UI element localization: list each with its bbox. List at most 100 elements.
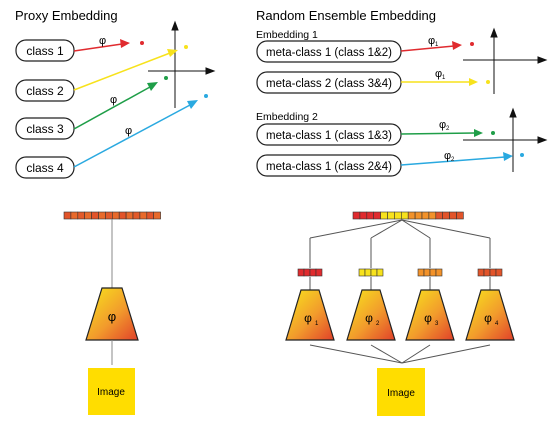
ensemble-sub-vector-2-cell bbox=[364, 268, 372, 277]
ensemble-sub-vector-1-cell bbox=[303, 268, 311, 277]
embedding-1-box-1: meta-class 1 (class 1&2) bbox=[256, 40, 402, 63]
ensemble-vector-cell bbox=[428, 211, 437, 220]
ensemble-network-1-phi: φ bbox=[304, 311, 312, 325]
embedding-2-box-1: meta-class 1 (class 1&3) bbox=[256, 123, 402, 146]
ensemble-network-1-sub: 1 bbox=[315, 321, 319, 327]
ensemble-network-3-phi: φ bbox=[424, 311, 432, 325]
ensemble-network-4-sub: 4 bbox=[495, 321, 499, 327]
ensemble-embedding-vector bbox=[352, 211, 464, 220]
embedding-2-box-2: meta-class 1 (class 2&4) bbox=[256, 154, 402, 177]
class-box-3: class 3 bbox=[15, 117, 75, 140]
proxy-vector-cell bbox=[132, 211, 141, 220]
proxy-vector-cell bbox=[125, 211, 134, 220]
embedding-1-label: Embedding 1 bbox=[256, 29, 318, 41]
proxy-embedding-title: Proxy Embedding bbox=[15, 8, 118, 23]
class-label-4: class 4 bbox=[26, 161, 64, 175]
ensemble-network-3: φ 3 bbox=[405, 289, 455, 341]
class-box-2: class 2 bbox=[15, 79, 75, 102]
embedding-2-arrow-2: φ 2 bbox=[400, 150, 524, 166]
proxy-vector-cell bbox=[139, 211, 148, 220]
ensemble-network-1: φ 1 bbox=[285, 289, 335, 341]
proxy-vector-cell bbox=[63, 211, 72, 220]
embedding-1-phi-2-sub: 1 bbox=[442, 75, 446, 81]
ensemble-network-2-sub: 2 bbox=[376, 321, 380, 327]
ensemble-vector-cell bbox=[359, 211, 368, 220]
embedding-1-arrow-2: φ 1 bbox=[401, 68, 490, 86]
proxy-vector-cell bbox=[153, 211, 161, 220]
proxy-vector-cell bbox=[77, 211, 86, 220]
class-label-3: class 3 bbox=[26, 122, 64, 136]
ensemble-network-2-phi: φ bbox=[365, 311, 373, 325]
ensemble-vector-cell bbox=[442, 211, 450, 220]
ensemble-sub-vector-2-cell bbox=[376, 268, 384, 277]
ensemble-image-label: Image bbox=[387, 388, 415, 399]
ensemble-sub-vector-4-cell bbox=[495, 268, 503, 277]
ensemble-vector-cell bbox=[407, 211, 416, 220]
embedding-2-axes bbox=[463, 107, 548, 172]
proxy-phi-3: φ bbox=[110, 94, 117, 106]
proxy-image-label: Image bbox=[97, 387, 125, 398]
proxy-network: φ bbox=[85, 287, 139, 341]
embedding-1-phi-1-sub: 1 bbox=[435, 42, 439, 48]
ensemble-network-4: φ 4 bbox=[465, 289, 515, 341]
embedding-2-phi-1: φ bbox=[439, 119, 446, 131]
proxy-vector-cell bbox=[112, 211, 120, 220]
embedding-1-axes bbox=[463, 27, 548, 94]
ensemble-vector-cell bbox=[352, 211, 361, 220]
embedding-1-item-1: meta-class 1 (class 1&2) bbox=[266, 47, 392, 59]
embedding-2-phi-1-sub: 2 bbox=[446, 126, 450, 132]
proxy-vector-cell bbox=[118, 211, 127, 220]
ensemble-sub-vector-4-cell bbox=[483, 268, 491, 277]
ensemble-sub-vector-1-cell bbox=[297, 268, 305, 277]
embedding-1-arrow-1: φ 1 bbox=[400, 35, 474, 52]
ensemble-vector-cell bbox=[387, 211, 395, 220]
proxy-vector-cell bbox=[70, 211, 79, 220]
ensemble-vector-cell bbox=[421, 211, 430, 220]
ensemble-sub-vector-2-cell bbox=[358, 268, 366, 277]
ensemble-sub-vector-1-cell bbox=[315, 268, 323, 277]
ensemble-vector-cell bbox=[400, 211, 409, 220]
class-label-1: class 1 bbox=[26, 44, 64, 58]
proxy-arrow-1 bbox=[73, 39, 144, 52]
ensemble-vector-cell bbox=[394, 211, 402, 220]
proxy-vector-cell bbox=[91, 211, 99, 220]
proxy-network-phi: φ bbox=[108, 309, 116, 324]
ensemble-vector-cell bbox=[366, 211, 374, 220]
ensemble-vector-cell bbox=[449, 211, 457, 220]
embedding-2-phi-2-sub: 2 bbox=[451, 157, 455, 163]
proxy-vector-cell bbox=[105, 211, 113, 220]
proxy-vector-cell bbox=[146, 211, 155, 220]
ensemble-network-4-phi: φ bbox=[484, 311, 492, 325]
embedding-1-box-2: meta-class 2 (class 3&4) bbox=[256, 71, 402, 94]
proxy-axes bbox=[148, 20, 216, 108]
class-label-2: class 2 bbox=[26, 84, 64, 98]
ensemble-vector-cell bbox=[380, 211, 388, 220]
embedding-1-phi-2: φ bbox=[435, 68, 442, 80]
ensemble-vector-cell bbox=[414, 211, 423, 220]
proxy-embedding-vector bbox=[63, 211, 161, 220]
class-box-4: class 4 bbox=[15, 156, 75, 179]
proxy-vector-cell bbox=[84, 211, 92, 220]
ensemble-sub-vector-3-cell bbox=[423, 268, 431, 277]
embedding-2-arrow-1: φ 2 bbox=[400, 119, 495, 137]
ensemble-sub-vector-3-cell bbox=[417, 268, 425, 277]
embedding-2-phi-2: φ bbox=[444, 150, 451, 162]
ensemble-sub-vector-3-cell bbox=[435, 268, 443, 277]
ensemble-tree-bottom bbox=[309, 344, 491, 364]
class-box-1: class 1 bbox=[15, 39, 75, 62]
ensemble-network-2: φ 2 bbox=[346, 289, 396, 341]
proxy-phi-1: φ bbox=[99, 35, 106, 47]
embedding-1-phi-1: φ bbox=[428, 35, 435, 47]
embedding-2-label: Embedding 2 bbox=[256, 111, 318, 123]
ensemble-image-box: Image bbox=[377, 368, 425, 416]
ensemble-sub-vector-4-cell bbox=[489, 268, 497, 277]
ensemble-vector-cell bbox=[456, 211, 464, 220]
embedding-2-item-2: meta-class 1 (class 2&4) bbox=[266, 161, 392, 173]
ensemble-network-3-sub: 3 bbox=[435, 321, 439, 327]
embedding-2-item-1: meta-class 1 (class 1&3) bbox=[266, 130, 392, 142]
random-ensemble-title: Random Ensemble Embedding bbox=[256, 8, 436, 23]
ensemble-sub-vector-3-cell bbox=[429, 268, 437, 277]
proxy-arrow-4 bbox=[73, 94, 208, 168]
ensemble-sub-vectors bbox=[297, 268, 503, 277]
